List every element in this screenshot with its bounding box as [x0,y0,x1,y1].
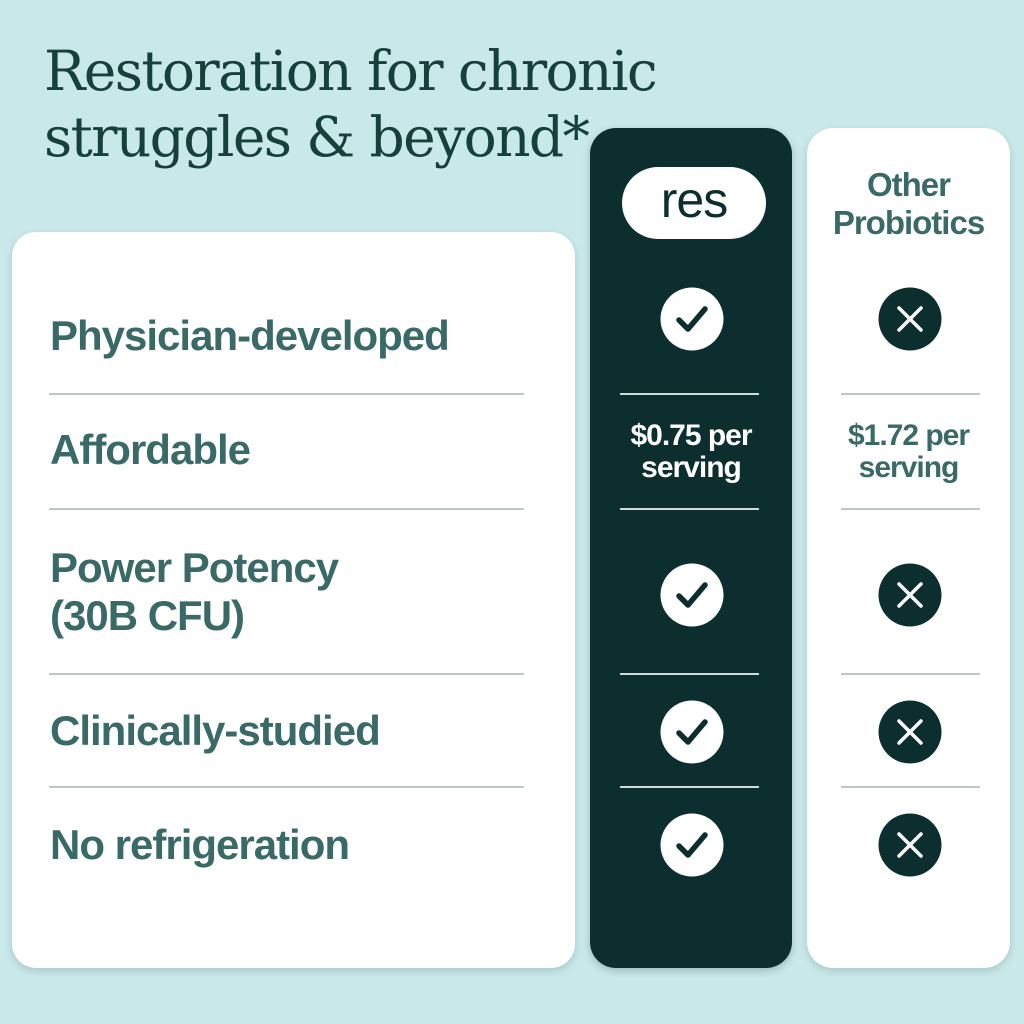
other-row-divider [841,393,980,395]
other-row-divider [841,508,980,510]
other-price: $1.72 per serving [807,420,1010,484]
res-row-divider [620,673,759,675]
row-divider [49,786,524,788]
res-logo: res [622,167,766,239]
other-price-line-2: serving [858,451,960,484]
res-row-divider [620,786,759,788]
res-price-line-1: $0.75 per [630,419,752,452]
res-row-divider [620,508,759,510]
headline: Restoration for chronic struggles & beyo… [44,38,658,170]
other-header-line-2: Probiotics [832,204,985,241]
x-icon [878,700,942,764]
other-price-line-1: $1.72 per [847,419,970,452]
feature-power-potency: Power Potency (30B CFU) [50,544,339,640]
row-divider [49,393,524,395]
check-icon [660,287,724,351]
x-icon [878,563,942,627]
res-logo-text: res [660,172,728,228]
check-icon [660,813,724,877]
features-card [12,232,575,968]
other-row-divider [841,786,980,788]
feature-no-refrigeration: No refrigeration [50,821,350,868]
res-price-line-2: serving [641,451,742,484]
other-probiotics-header: Other Probiotics [807,166,1010,242]
feature-power-potency-line-1: Power Potency [50,544,339,591]
feature-physician-developed: Physician-developed [50,312,450,359]
x-icon [878,287,942,351]
feature-power-potency-line-2: (30B CFU) [50,592,245,639]
other-header-line-1: Other [866,166,951,203]
headline-line-1: Restoration for chronic [44,39,658,103]
check-icon [660,700,724,764]
row-divider [49,508,524,510]
x-icon [878,813,942,877]
res-price: $0.75 per serving [590,420,792,484]
check-icon [660,563,724,627]
feature-affordable: Affordable [50,426,251,473]
headline-line-2: struggles & beyond* [44,105,590,169]
res-row-divider [620,393,759,395]
row-divider [49,673,524,675]
feature-clinically-studied: Clinically-studied [50,707,381,754]
other-row-divider [841,673,980,675]
